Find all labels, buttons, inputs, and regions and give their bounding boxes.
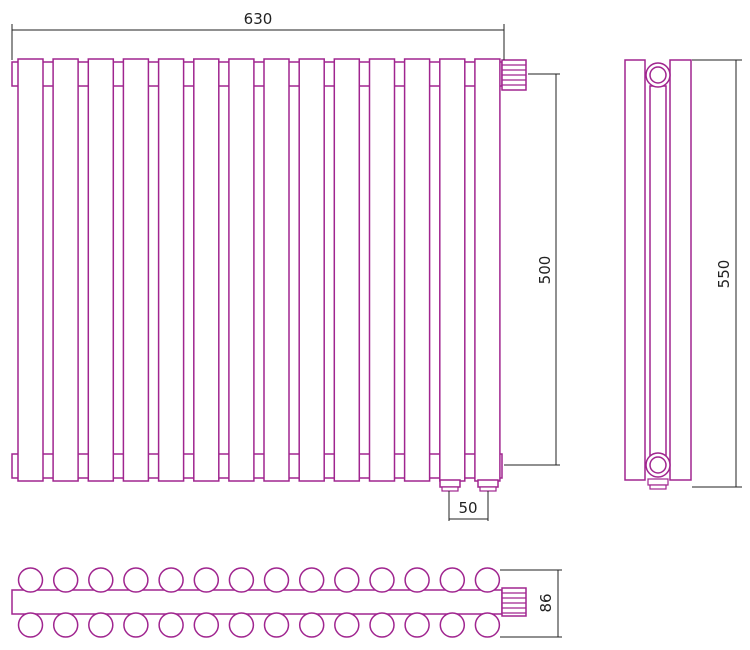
section-tube: [334, 612, 360, 638]
pipe-spacing-label: 50: [458, 499, 477, 517]
section-tube: [474, 612, 501, 638]
section-tube: [52, 567, 79, 593]
top-view-collector: [11, 589, 503, 615]
section-tube: [123, 567, 149, 593]
section-tube: [369, 612, 395, 638]
section-tube: [263, 567, 290, 593]
side-view: [624, 59, 692, 490]
depth-dimension-label: 86: [537, 593, 555, 612]
section-tube: [298, 567, 325, 593]
connection-distance-dimension: 500: [504, 73, 560, 466]
section-tube: [17, 612, 44, 638]
section-tube: [158, 612, 184, 638]
radiator-section: [368, 58, 396, 482]
section-tube: [298, 612, 325, 638]
radiator-section: [193, 58, 220, 482]
radiator-section: [403, 58, 431, 482]
width-dimension: 630: [11, 10, 505, 60]
section-tube: [158, 567, 184, 593]
side-back-panel: [624, 59, 646, 481]
radiator-section: [439, 58, 466, 482]
radiator-section: [474, 58, 501, 482]
section-tube: [404, 612, 430, 638]
section-tube: [193, 612, 220, 638]
radiator-section: [333, 58, 361, 482]
section-tube: [369, 567, 395, 593]
section-tube: [123, 612, 149, 638]
radiator-section: [228, 58, 255, 482]
bottom-connection-pipes: [439, 479, 499, 492]
top-view-sections: [17, 567, 501, 638]
height-dimension-label: 550: [715, 260, 733, 289]
top-view: [11, 567, 527, 638]
height-dimension: 550: [692, 59, 742, 488]
section-tube: [474, 567, 501, 593]
section-tube: [88, 567, 114, 593]
radiator-section: [87, 58, 115, 482]
side-front-panel: [669, 59, 692, 481]
section-tube: [17, 567, 44, 593]
width-dimension-label: 630: [244, 10, 273, 28]
front-view: [11, 58, 527, 492]
section-tube: [439, 567, 466, 593]
front-sections: [17, 58, 501, 482]
depth-dimension: 86: [500, 569, 562, 638]
radiator-section: [122, 58, 150, 482]
section-tube: [228, 612, 255, 638]
pipe-spacing-dimension: 50: [448, 491, 489, 521]
connection-distance-label: 500: [536, 256, 554, 285]
thermostatic-valve: [501, 59, 527, 91]
side-collector: [649, 85, 667, 457]
section-tube: [193, 567, 220, 593]
section-tube: [52, 612, 79, 638]
section-tube: [334, 567, 360, 593]
radiator-section: [157, 58, 185, 482]
radiator-section: [263, 58, 290, 482]
section-tube: [228, 567, 255, 593]
section-tube: [404, 567, 430, 593]
side-bottom-port: [645, 452, 671, 490]
side-top-port: [645, 62, 671, 88]
section-tube: [263, 612, 290, 638]
radiator-section: [52, 58, 79, 482]
radiator-section: [17, 58, 44, 482]
section-tube: [439, 612, 466, 638]
radiator-section: [298, 58, 325, 482]
section-tube: [88, 612, 114, 638]
top-view-valve: [501, 587, 527, 617]
